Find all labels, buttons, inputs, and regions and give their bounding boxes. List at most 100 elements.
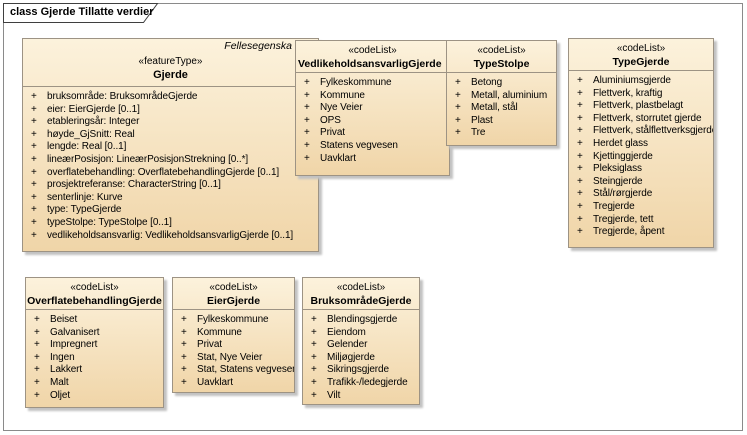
- visibility-plus: +: [181, 339, 187, 351]
- value-row: +Pleksiglass: [569, 163, 713, 176]
- stereotype: «codeList»: [348, 45, 397, 56]
- codelist-box-bruksomradegjerde[interactable]: «codeList» BruksområdeGjerde +Blendingsg…: [302, 277, 420, 405]
- visibility-plus: +: [455, 127, 461, 139]
- value-text: Impregnert: [50, 339, 98, 351]
- value-text: Kjettinggjerde: [593, 150, 653, 162]
- stereotype: «codeList»: [616, 43, 666, 54]
- value-text: Plast: [471, 114, 493, 126]
- value-text: Pleksiglass: [593, 163, 642, 175]
- value-row: +Nye Veier: [296, 102, 449, 115]
- value-text: Fylkeskommune: [197, 314, 269, 325]
- attribute-row: +eier: EierGjerde [0..1]: [23, 104, 318, 117]
- codelist-box-eiergjerde[interactable]: «codeList» EierGjerde +Fylkeskommune +Ko…: [172, 277, 295, 393]
- value-row: +Blendingsgjerde: [303, 314, 419, 327]
- visibility-plus: +: [577, 75, 583, 86]
- codelist-box-overflatebehandlinggjerde[interactable]: «codeList» OverflatebehandlingGjerde +Be…: [25, 277, 164, 408]
- attribute-row: +lineærPosisjon: LineærPosisjonStrekning…: [23, 154, 318, 167]
- visibility-plus: +: [311, 326, 317, 338]
- value-text: Tregjerde, åpent: [593, 226, 665, 238]
- attribute-row: +typeStolpe: TypeStolpe [0..1]: [23, 217, 318, 230]
- value-row: +Flettverk, plastbelagt: [569, 100, 713, 113]
- value-row: +Malt: [26, 377, 163, 390]
- value-row: + Sikringsgjerde: [303, 364, 419, 377]
- visibility-plus: +: [31, 179, 37, 191]
- value-row: +Eiendom: [303, 327, 419, 340]
- visibility-plus: +: [577, 188, 583, 200]
- value-text: Privat: [320, 127, 345, 139]
- value-text: Aluminiumsgjerde: [593, 75, 671, 86]
- visibility-plus: +: [311, 364, 317, 376]
- attribute-row: + overflatebehandling: Overflatebehandlin…: [23, 167, 318, 180]
- value-row: +Kommune: [173, 327, 294, 340]
- stereotype: «codeList»: [209, 282, 258, 293]
- value-text: Sikringsgjerde: [327, 364, 389, 376]
- visibility-plus: +: [181, 364, 187, 376]
- value-text: Metall, aluminium: [471, 89, 548, 101]
- value-row: +Tre: [447, 127, 556, 140]
- attribute-text: høyde_GjSnitt: Real: [47, 128, 135, 140]
- value-text: Stat, Statens vegvesen: [197, 364, 295, 376]
- value-text: Kommune: [197, 326, 242, 338]
- visibility-plus: +: [31, 166, 37, 178]
- visibility-plus: +: [31, 128, 37, 140]
- attribute-row: + prosjektreferanse: CharacterString [0..…: [23, 179, 318, 192]
- value-text: Statens vegvesen: [320, 139, 398, 151]
- class-name: Gjerde: [153, 69, 188, 81]
- attribute-text: overflatebehandling: Overflatebehandling…: [47, 166, 280, 178]
- codelist-box-typestolpe[interactable]: «codeList» TypeStolpe +Betong +Metall, a…: [446, 40, 557, 146]
- value-row: +Metall, stål: [447, 102, 556, 115]
- value-text: Stat, Nye Veier: [197, 351, 263, 363]
- class-name: TypeStolpe: [473, 58, 530, 70]
- visibility-plus: +: [304, 127, 310, 139]
- value-text: OPS: [320, 114, 341, 126]
- visibility-plus: +: [31, 103, 37, 115]
- value-text: Flettverk, kraftig: [593, 87, 663, 99]
- visibility-plus: +: [31, 91, 37, 102]
- visibility-plus: +: [311, 389, 317, 401]
- visibility-plus: +: [34, 376, 40, 388]
- attribute-text: prosjektreferanse: CharacterString [0..1…: [47, 179, 221, 191]
- value-row: +Tregjerde, åpent: [569, 226, 713, 239]
- visibility-plus: +: [577, 200, 583, 212]
- visibility-plus: +: [34, 326, 40, 338]
- value-text: Oljet: [50, 389, 71, 401]
- visibility-plus: +: [577, 137, 583, 149]
- visibility-plus: +: [577, 213, 583, 225]
- attribute-text: etableringsår: Integer: [47, 116, 140, 128]
- value-text: Flettverk, stålflettverksgjerde: [593, 125, 714, 137]
- values-compartment: +Aluminiumsgjerde +Flettverk, kraftig +F…: [569, 70, 713, 239]
- visibility-plus: +: [181, 351, 187, 363]
- visibility-plus: +: [455, 102, 461, 114]
- value-text: Vilt: [327, 389, 341, 401]
- visibility-plus: +: [577, 175, 583, 187]
- value-row: +Trafikk-/ledegjerde: [303, 377, 419, 390]
- visibility-plus: +: [304, 114, 310, 126]
- value-row: +Gelender: [303, 339, 419, 352]
- visibility-plus: +: [304, 89, 310, 101]
- codelist-box-vedlikeholdsansvarliggjerde[interactable]: «codeList» VedlikeholdsansvarligGjerde +…: [295, 40, 450, 176]
- codelist-box-typegjerde[interactable]: «codeList» TypeGjerde +Aluminiumsgjerde …: [568, 38, 714, 248]
- value-row: +Betong: [447, 77, 556, 90]
- visibility-plus: +: [455, 89, 461, 101]
- value-row: + Metall, aluminium: [447, 90, 556, 103]
- value-row: +Lakkert: [26, 364, 163, 377]
- value-text: Beiset: [50, 314, 78, 325]
- stereotype: «featureType»: [138, 56, 203, 67]
- value-text: Uavklart: [320, 152, 356, 164]
- value-row: +Statens vegvesen: [296, 140, 449, 153]
- visibility-plus: +: [34, 351, 40, 363]
- value-row: + Privat: [296, 127, 449, 140]
- attribute-row: + høyde_GjSnitt: Real: [23, 129, 318, 142]
- value-row: +Herdet glass: [569, 138, 713, 151]
- visibility-plus: +: [304, 152, 310, 164]
- visibility-plus: +: [304, 77, 310, 88]
- attribute-row: +lengde: Real [0..1]: [23, 141, 318, 154]
- class-name: VedlikeholdsansvarligGjerde: [298, 58, 442, 70]
- visibility-plus: +: [181, 314, 187, 325]
- attribute-row: +senterlinje: Kurve: [23, 192, 318, 205]
- value-row: +Tregjerde, tett: [569, 214, 713, 227]
- value-row: +Uavklart: [173, 377, 294, 390]
- visibility-plus: +: [577, 125, 583, 137]
- class-box-gjerde[interactable]: Fellesegenska «featureType» Gjerde +bruk…: [22, 38, 319, 252]
- value-text: Uavklart: [197, 376, 233, 388]
